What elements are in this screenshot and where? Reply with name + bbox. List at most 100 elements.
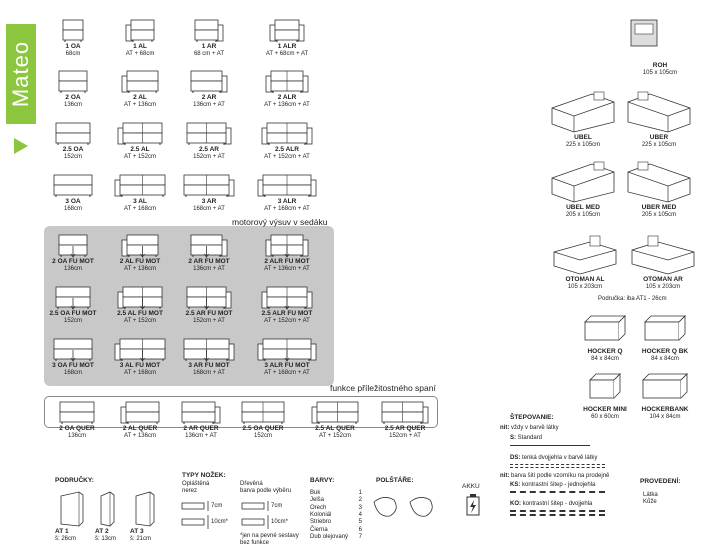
armrest-icon <box>130 488 162 528</box>
motor-sofa-icon <box>172 284 246 310</box>
corner-sofa-icon <box>624 158 694 204</box>
color-number: 6 <box>358 526 362 533</box>
motor-sofa-icon <box>103 232 177 258</box>
motor-sofa-icon <box>250 284 324 310</box>
sleep-heading: funkce příležitostného spaní <box>330 383 436 393</box>
s-text: Standard <box>517 435 543 441</box>
motor-sofa-icon <box>103 284 177 310</box>
ko-text: kontrastní šitep - dvojjehla <box>522 501 593 507</box>
product-code: 2.5 OA QUER <box>242 425 284 432</box>
product-code: 2 AL <box>133 94 147 101</box>
product-code: 2 AR QUER <box>183 425 219 432</box>
leg-height-4: 10cm* <box>271 519 289 525</box>
ko-stitch-line-2 <box>510 514 605 516</box>
product-code: HOCKER Q <box>587 348 623 355</box>
sofa-icon <box>174 17 244 43</box>
product-dimension: š: 13cm <box>95 535 117 542</box>
product-code: 2 OA FU MOT <box>52 258 94 265</box>
ks-text: kontrastní šitep - jednojehla <box>522 482 596 488</box>
sleep-sofa-icon <box>300 399 370 425</box>
product-dimension: AT + 136cm <box>124 101 156 108</box>
product-code: 2.5 AL QUER <box>315 425 355 432</box>
product-code: 3 AL FU MOT <box>119 362 161 369</box>
corner-sofa-icon <box>624 88 694 134</box>
product-code: 3 OA FU MOT <box>52 362 94 369</box>
product-code: 2 OA <box>65 94 81 101</box>
sofa-icon <box>105 120 175 146</box>
sofa-icon <box>252 120 322 146</box>
brand-bar <box>6 24 36 124</box>
stitching-title: ŠTEPOVANIE: <box>510 414 554 421</box>
product-dimension: 104 x 84cm <box>649 413 681 420</box>
product-code: AT 1 <box>55 528 69 535</box>
sofa-icon <box>38 172 108 198</box>
battery-icon <box>466 494 480 516</box>
sleep-sofa-icon <box>166 399 236 425</box>
motor-sofa-icon <box>36 284 110 310</box>
product-code: 2.5 ALR <box>275 146 299 153</box>
corner-sofa-icon <box>550 230 620 276</box>
product-dimension: AT + 136cm <box>124 432 156 439</box>
motor-heading: motorový výsuv v sedáku <box>232 217 328 227</box>
product-code: HOCKERBANK <box>641 406 689 413</box>
sofa-icon <box>252 172 322 198</box>
nit-text: vždy v barvě látky <box>511 425 559 431</box>
sofa-icon <box>174 120 244 146</box>
product-dimension: 152cm + AT <box>193 317 225 324</box>
product-dimension: 136cm <box>63 265 82 272</box>
ds-code: DS: <box>510 455 521 461</box>
product-dimension: AT + 136cm + AT <box>264 265 310 272</box>
product-code: UBER MED <box>641 204 677 211</box>
product-code: 1 AR <box>201 43 217 50</box>
product-dimension: 84 x 84cm <box>591 355 619 362</box>
color-number: 2 <box>358 497 362 504</box>
product-code: 1 OA <box>65 43 81 50</box>
product-code: ROH <box>652 62 668 69</box>
sleep-sofa-icon <box>228 399 298 425</box>
product-dimension: AT + 136cm <box>124 265 156 272</box>
brand-arrow-icon <box>14 138 28 154</box>
corner-sofa-icon <box>628 230 698 276</box>
product-dimension: AT + 152cm + AT <box>264 153 310 160</box>
brand-name: Mateo <box>8 40 33 108</box>
color-number: 3 <box>358 504 362 511</box>
armrest-note: Područka: iba AT1 - 26cm <box>598 296 667 302</box>
sofa-icon <box>105 17 175 43</box>
pillows-title: POLŠTÁŘE: <box>376 477 414 484</box>
color-name: Striebro <box>310 519 332 526</box>
product-dimension: š: 26cm <box>55 535 77 542</box>
ds-stitch-line <box>510 464 605 465</box>
color-name: Jelša <box>310 497 325 504</box>
product-code: 2 AL QUER <box>122 425 158 432</box>
product-dimension: 152cm <box>63 317 82 324</box>
product-code: 2.5 AL FU MOT <box>117 310 163 317</box>
ko-stitch-line <box>510 510 605 512</box>
product-dimension: 136cm + AT <box>193 265 225 272</box>
product-dimension: 205 x 105cm <box>641 211 677 218</box>
ks-code: KS: <box>510 482 521 488</box>
product-code: UBEL <box>574 134 592 141</box>
sleep-panel <box>44 396 438 428</box>
standard-stitch-line <box>510 445 590 446</box>
legs-col1: Opláštěná nerez <box>182 481 210 494</box>
legs-note: *jen na pevné sestavy bez funkce <box>240 533 299 546</box>
product-code: 3 OA <box>65 198 81 205</box>
